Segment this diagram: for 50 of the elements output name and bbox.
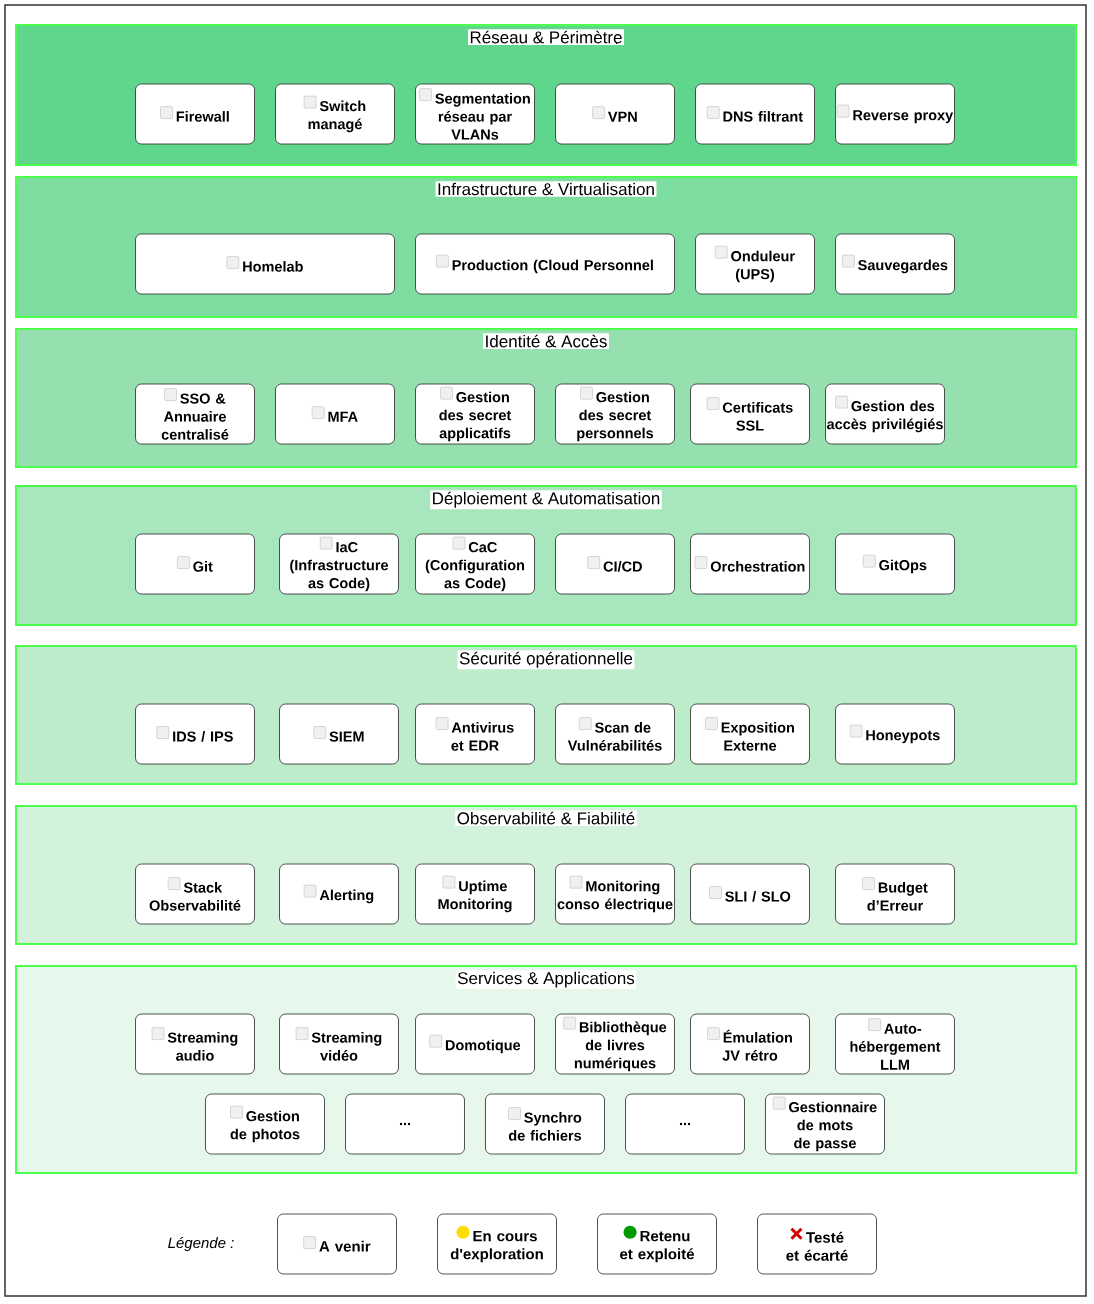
item-box: Onduleur (UPS) [695,233,815,295]
item-box: DNS filtrant [695,83,815,145]
legend-box: En cours d'exploration [437,1213,557,1275]
legend-box: Retenu et exploité [597,1213,717,1275]
item-box: CaC (Configuration as Code) [415,533,535,595]
item-box: Streaming audio [135,1013,255,1075]
item-box: ... [625,1093,745,1155]
item-box: Segmentation réseau par VLANs [415,83,535,145]
item-box: Stack Observabilité [135,863,255,925]
item-box: Antivirus et EDR [415,703,535,765]
item-box: Reverse proxy [835,83,955,145]
item-box: ... [345,1093,465,1155]
item-box: Alerting [279,863,399,925]
item-box: VPN [555,83,675,145]
item-box: MFA [275,383,395,445]
item-box: Bibliothèque de livres numériques [555,1013,675,1075]
item-box: Switch managé [275,83,395,145]
item-box: IDS / IPS [135,703,255,765]
item-box: Orchestration [690,533,810,595]
item-box: CI/CD [555,533,675,595]
item-box: Monitoring conso électrique [555,863,675,925]
item-box: Scan de Vulnérabilités [555,703,675,765]
item-box: Gestion des secret applicatifs [415,383,535,445]
item-box: Gestion des secret personnels [555,383,675,445]
item-box: Streaming vidéo [279,1013,399,1075]
item-box: SSO & Annuaire centralisé [135,383,255,445]
legend-title: Légende : [168,1236,234,1252]
item-box: Auto-hébergement LLM [835,1013,955,1075]
legend-box: Testé et écarté [757,1213,877,1275]
item-box: Honeypots [835,703,955,765]
item-box: Certificats SSL [690,383,810,445]
item-box: Sauvegardes [835,233,955,295]
item-box: Git [135,533,255,595]
item-box: SLI / SLO [690,863,810,925]
item-box: GitOps [835,533,955,595]
item-box: Exposition Externe [690,703,810,765]
legend-box: A venir [277,1213,397,1275]
item-box: Gestionnaire de mots de passe [765,1093,885,1155]
item-box: IaC (Infrastructure as Code) [279,533,399,595]
item-box: Gestion de photos [205,1093,325,1155]
item-box: Synchro de fichiers [485,1093,605,1155]
item-box: Domotique [415,1013,535,1075]
item-box: Uptime Monitoring [415,863,535,925]
item-box: Émulation JV rétro [690,1013,810,1075]
item-box: Gestion des accès privilégiés [825,383,945,445]
item-box: Budget d’Erreur [835,863,955,925]
item-box: SIEM [279,703,399,765]
item-box: Firewall [135,83,255,145]
item-box: Homelab [135,233,395,295]
item-box: Production (Cloud Personnel [415,233,675,295]
